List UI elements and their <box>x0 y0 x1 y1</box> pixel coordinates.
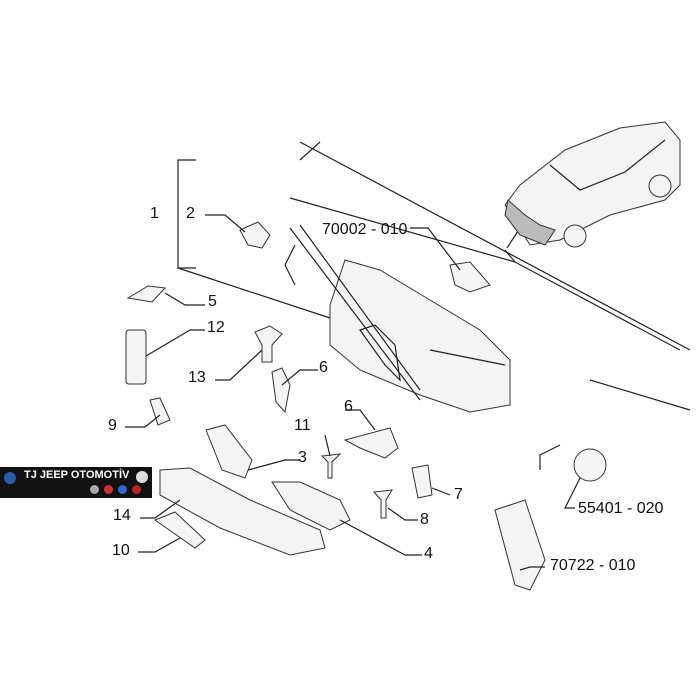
callout-13: 13 <box>188 369 206 386</box>
part-5 <box>126 285 167 303</box>
part-14 <box>159 467 326 556</box>
part-8 <box>372 489 393 519</box>
part-2 <box>239 221 271 249</box>
callout-3: 3 <box>298 449 307 466</box>
part-7 <box>411 464 433 499</box>
callout-8: 8 <box>420 511 429 528</box>
part-4 <box>271 481 351 531</box>
small-parts <box>125 221 607 591</box>
brand-logo-icon <box>104 485 113 494</box>
vehicle-illustration <box>504 121 681 248</box>
alfa-romeo-logo-icon <box>136 471 148 483</box>
callout-5: 5 <box>208 293 217 310</box>
part-55401-020 <box>573 448 607 482</box>
callout-70722-010: 70722 - 010 <box>550 557 636 574</box>
mopar-logo-icon <box>4 472 16 484</box>
part-9 <box>149 397 171 426</box>
callout-70002-010: 70002 - 010 <box>322 221 408 238</box>
fiat-logo-icon <box>132 485 141 494</box>
part-13 <box>254 325 283 363</box>
bracket-lines <box>177 141 691 470</box>
callout-14: 14 <box>113 507 131 524</box>
callout-6-upper: 6 <box>319 359 328 376</box>
callout-11: 11 <box>294 417 311 434</box>
part-6b <box>343 427 399 459</box>
callout-labels: 1 2 70002 - 010 5 12 13 6 9 6 11 3 7 8 1… <box>108 205 664 574</box>
part-70002-010 <box>449 261 491 293</box>
dealer-banner: TJ JEEP OTOMOTİV <box>0 467 152 498</box>
front-bumper-part <box>284 224 511 413</box>
leader-lines <box>125 214 581 571</box>
part-70722-010 <box>494 499 546 591</box>
part-10 <box>153 511 206 549</box>
callout-2: 2 <box>186 205 195 222</box>
callout-10: 10 <box>112 542 130 559</box>
part-11 <box>320 453 342 479</box>
banner-title: TJ JEEP OTOMOTİV <box>24 469 130 481</box>
callout-12: 12 <box>207 319 225 336</box>
part-6a <box>271 367 291 414</box>
callout-4: 4 <box>424 545 433 562</box>
brand-logo-icon <box>90 485 99 494</box>
callout-7: 7 <box>454 486 463 503</box>
callout-55401-020: 55401 - 020 <box>578 500 664 517</box>
callout-6-lower: 6 <box>344 398 353 415</box>
callout-1: 1 <box>150 205 159 222</box>
callout-9: 9 <box>108 417 117 434</box>
brand-logo-icon <box>118 485 127 494</box>
part-12 <box>125 329 147 385</box>
part-3 <box>205 424 253 479</box>
